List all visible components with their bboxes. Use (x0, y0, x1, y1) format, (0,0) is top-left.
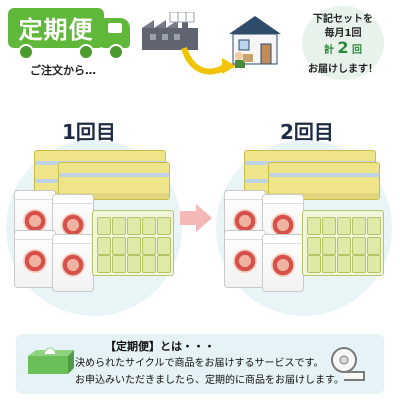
info-line-1: 決められたサイクルで商品をお届けするサービスです。 (75, 358, 324, 369)
tissue-box-stack (268, 162, 380, 200)
pocket-tissue-pack (92, 210, 174, 276)
delivery-note-suffix: 回 (352, 45, 363, 56)
delivery-note: 下記セットを 毎月1回 計 2 回 お届けします！ (288, 2, 398, 82)
page-title: 定期便 (18, 16, 94, 44)
tissue-box-stack (58, 162, 170, 200)
delivery-note-prefix: 計 (323, 45, 334, 56)
delivery-note-line3: 計 2 回 (288, 38, 398, 57)
house-icon (229, 16, 281, 68)
info-panel (16, 334, 384, 394)
delivery-note-number: 2 (337, 38, 349, 57)
delivery-note-bg (302, 6, 384, 80)
info-title: 【定期便】とは・・・ (105, 340, 215, 353)
product-stack-icon (169, 12, 195, 23)
info-line-2: お申込みいただきましたら、定期的に商品をお届けします。 (75, 375, 344, 386)
arrow-icon (181, 46, 236, 75)
toilet-roll-package (262, 234, 304, 292)
toilet-roll-icon (331, 347, 365, 381)
factory-icon (142, 12, 198, 50)
delivery-truck-icon: 定期便 (8, 8, 132, 60)
toilet-roll-package (52, 234, 94, 292)
order-subtitle: ご注文から… (30, 64, 96, 77)
delivery-note-line1: 下記セットを (313, 14, 373, 25)
truck-wheel (108, 44, 124, 60)
truck-body (8, 8, 104, 48)
toilet-roll-package (14, 230, 56, 288)
truck-cab (100, 18, 130, 48)
pocket-tissue-pack (302, 210, 384, 276)
truck-wheel (18, 44, 34, 60)
tissue-box-icon (28, 347, 74, 374)
delivery-note-line4: お届けします！ (308, 64, 378, 75)
delivery-note-line2: 毎月1回 (324, 28, 362, 39)
truck-wheel (78, 44, 94, 60)
toilet-roll-package (224, 230, 266, 288)
arrow-icon (180, 204, 212, 232)
